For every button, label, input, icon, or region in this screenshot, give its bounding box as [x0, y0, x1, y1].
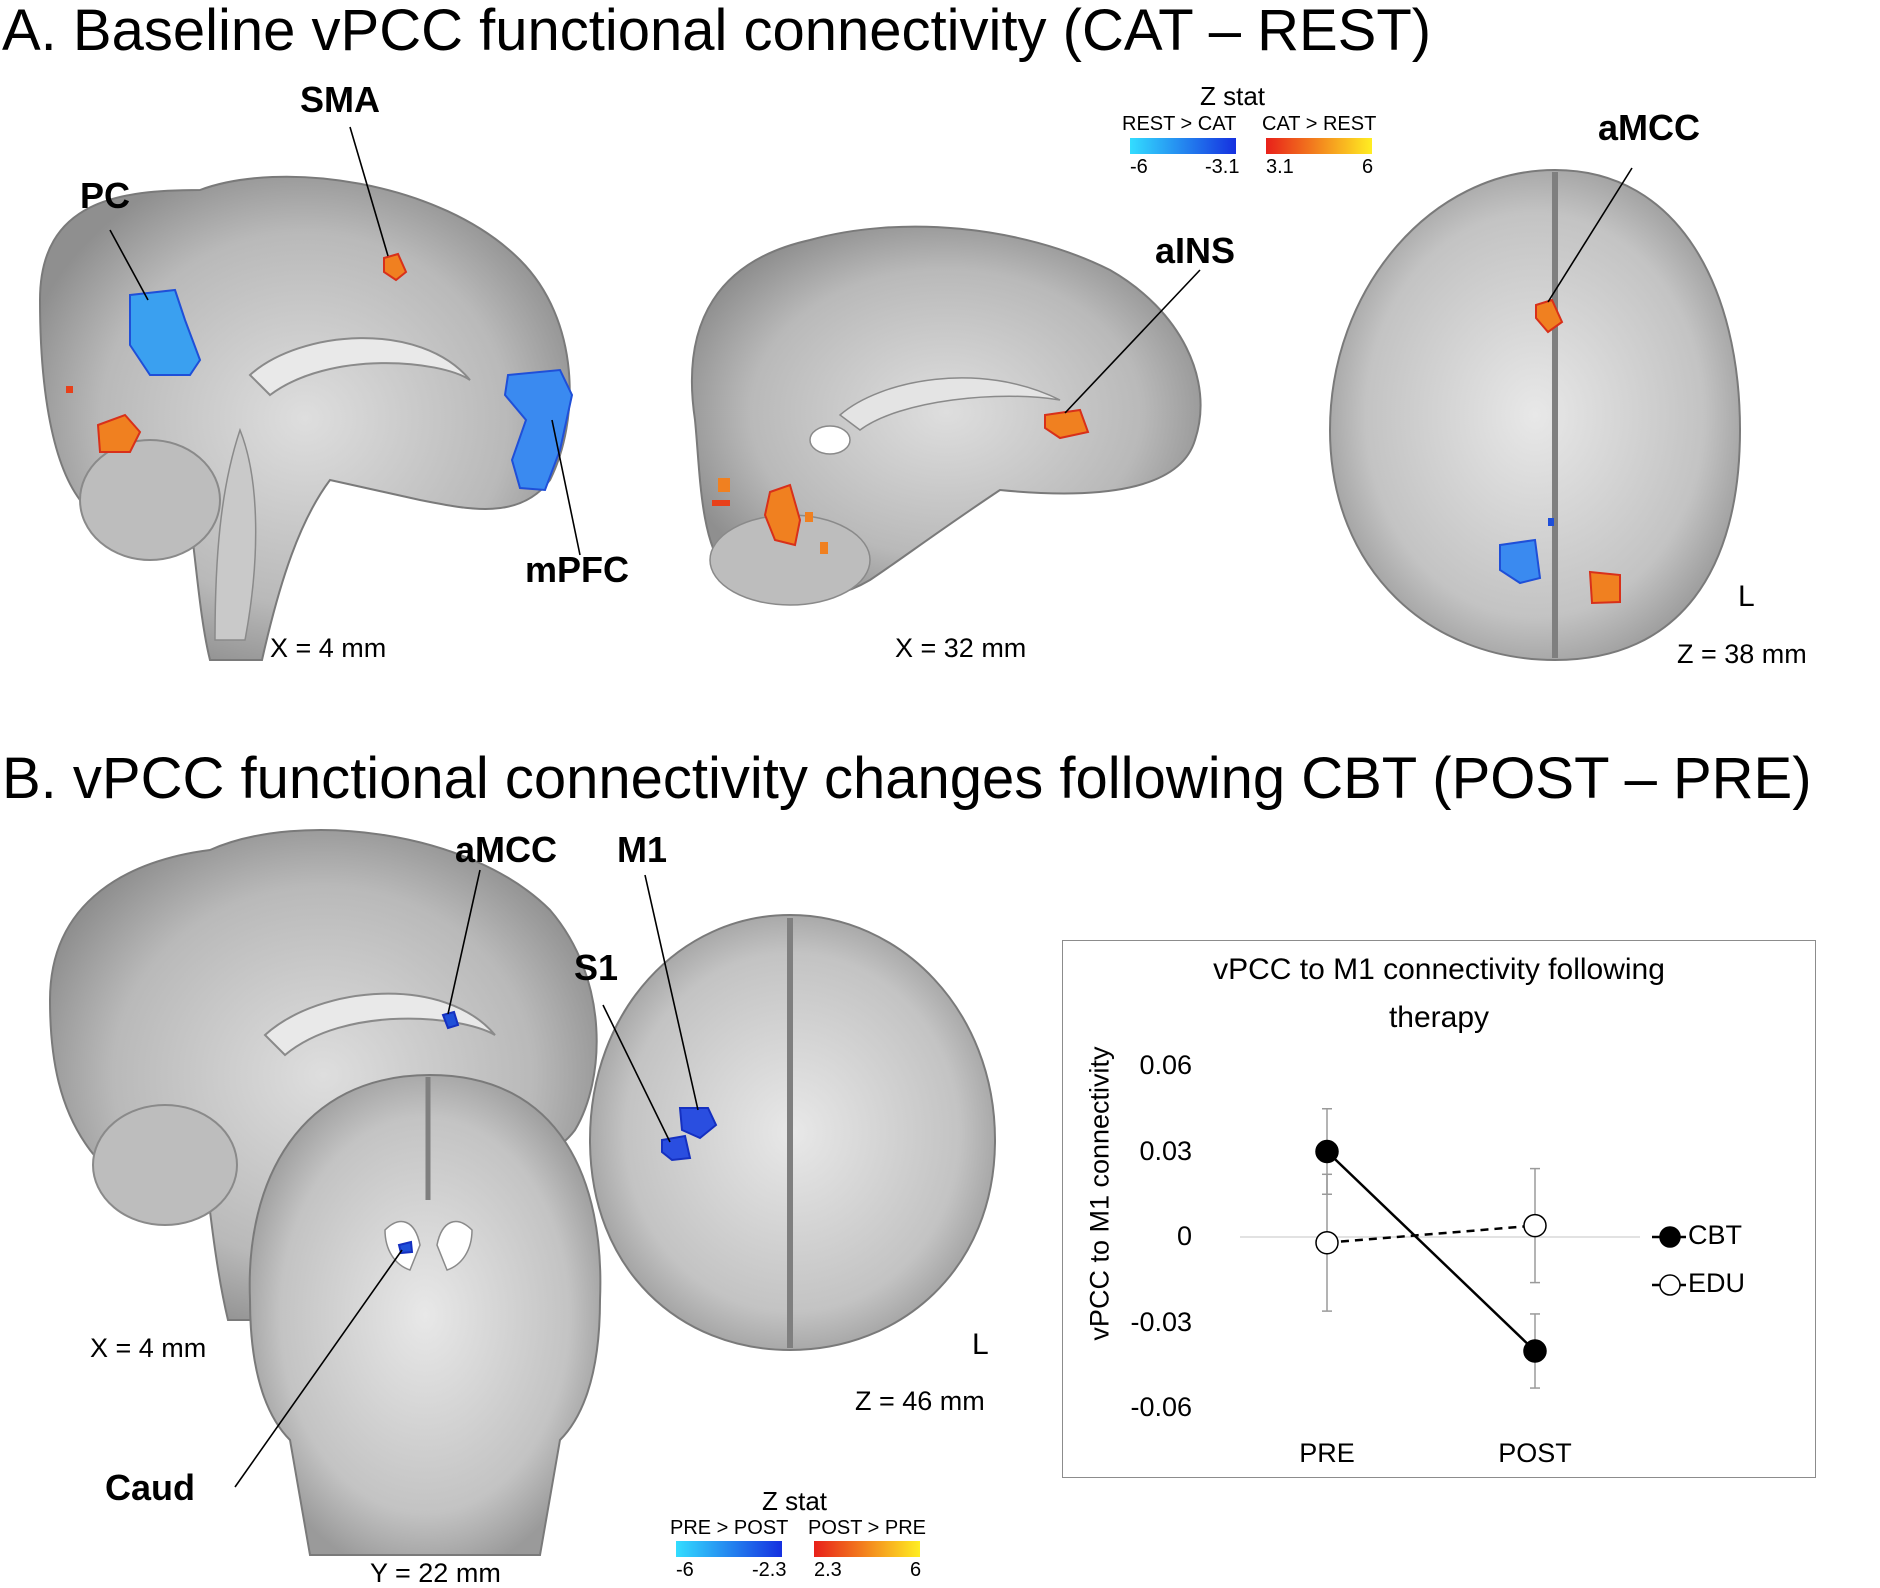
- label-caud: Caud: [105, 1467, 195, 1508]
- chart-y-axis-label: vPCC to M1 connectivity: [1084, 1046, 1115, 1341]
- chart-box: [1062, 940, 1816, 1478]
- coord-a-sagittal-x4: X = 4 mm: [270, 633, 387, 663]
- blob-cerebellar-small: [718, 478, 730, 492]
- coord-b-coronal-y22: Y = 22 mm: [370, 1558, 501, 1588]
- legend-a-tick-neg-max: -3.1: [1205, 156, 1240, 178]
- blob-axial-orange: [1588, 570, 1621, 605]
- coord-b-axial-z46: Z = 46 mm: [855, 1386, 985, 1416]
- label-amcc-a: aMCC: [1598, 107, 1701, 148]
- chart-title: vPCC to M1 connectivity following therap…: [1213, 953, 1665, 1034]
- blob-ains: [1044, 408, 1090, 440]
- legend-a-neg-label: REST > CAT: [1122, 113, 1237, 135]
- y-tick-label: 0: [1176, 1221, 1192, 1251]
- legend-a-tick-neg-min: -6: [1130, 156, 1148, 178]
- legend-b-title: Z stat: [762, 1486, 828, 1516]
- slice-a-axial-z38: [1328, 168, 1742, 662]
- blob-axial-dot: [1548, 518, 1554, 526]
- legend-b-tick-pos-min: 2.3: [814, 1559, 842, 1581]
- coord-a-sagittal-x32: X = 32 mm: [895, 633, 1027, 663]
- y-tick-label: -0.06: [1130, 1392, 1192, 1422]
- blob-m1: [678, 1107, 718, 1140]
- legend-b-pos-label: POST > PRE: [808, 1517, 927, 1539]
- legend-b-tick-neg-min: -6: [676, 1559, 694, 1581]
- label-m1: M1: [617, 829, 668, 870]
- blob-sma: [383, 252, 408, 282]
- label-pc: PC: [80, 175, 131, 216]
- leader-lines: [109, 126, 1633, 1488]
- label-amcc-b: aMCC: [455, 829, 558, 870]
- legend-b-neg-label: PRE > POST: [670, 1517, 789, 1539]
- slice-b-coronal-y22: [248, 1073, 602, 1556]
- blob-axial-blue: [1499, 538, 1542, 585]
- label-sma: SMA: [300, 79, 380, 120]
- blob-pc: [129, 288, 202, 376]
- label-ains: aINS: [1155, 230, 1236, 271]
- blob-occipital: [96, 413, 142, 453]
- blob-cerebellar-small-2: [712, 500, 730, 506]
- legend-entry-cbt: CBT: [1688, 1220, 1742, 1250]
- blob-cerebellar-small-3: [805, 512, 813, 522]
- legend-b-cold-bar: [676, 1541, 782, 1557]
- coord-a-axial-z38: Z = 38 mm: [1677, 639, 1807, 669]
- legend-a-tick-pos-max: 6: [1362, 156, 1374, 178]
- label-s1: S1: [574, 947, 619, 988]
- activation-blobs-a: [66, 252, 1621, 605]
- legend-a-cold-bar: [1130, 138, 1236, 154]
- legend-a-title: Z stat: [1200, 81, 1266, 111]
- legend-b-hot-bar: [814, 1541, 920, 1557]
- side-label-a: L: [1738, 580, 1755, 613]
- blob-amcc-b: [441, 1010, 460, 1030]
- legend-b-tick-pos-max: 6: [910, 1559, 922, 1581]
- legend-a-hot-bar: [1266, 138, 1372, 154]
- blob-s1: [661, 1134, 692, 1162]
- panel-b-title: B. vPCC functional connectivity changes …: [2, 746, 1812, 811]
- legend-a-tick-pos-min: 3.1: [1266, 156, 1294, 178]
- coord-b-sagittal-x4: X = 4 mm: [90, 1333, 207, 1363]
- blob-small: [66, 386, 73, 393]
- blob-cerebellar-small-4: [820, 542, 828, 554]
- legend-a-pos-label: CAT > REST: [1262, 113, 1377, 135]
- panel-a-title: A. Baseline vPCC functional connectivity…: [2, 0, 1432, 63]
- slice-a-sagittal-x32: [690, 225, 1202, 606]
- y-tick-label: 0.06: [1139, 1050, 1192, 1080]
- side-label-b: L: [972, 1328, 989, 1361]
- y-tick-label: 0.03: [1139, 1135, 1192, 1166]
- label-mpfc: mPFC: [525, 549, 630, 590]
- slice-b-axial-z46: [588, 913, 997, 1352]
- legend-b-tick-neg-max: -2.3: [752, 1559, 787, 1581]
- legend-entry-edu: EDU: [1688, 1268, 1746, 1298]
- x-tick-label: POST: [1498, 1438, 1572, 1468]
- blob-mpfc: [503, 368, 574, 492]
- blob-cerebellar: [763, 483, 802, 547]
- x-tick-label: PRE: [1299, 1438, 1355, 1468]
- y-tick-label: -0.03: [1130, 1306, 1192, 1337]
